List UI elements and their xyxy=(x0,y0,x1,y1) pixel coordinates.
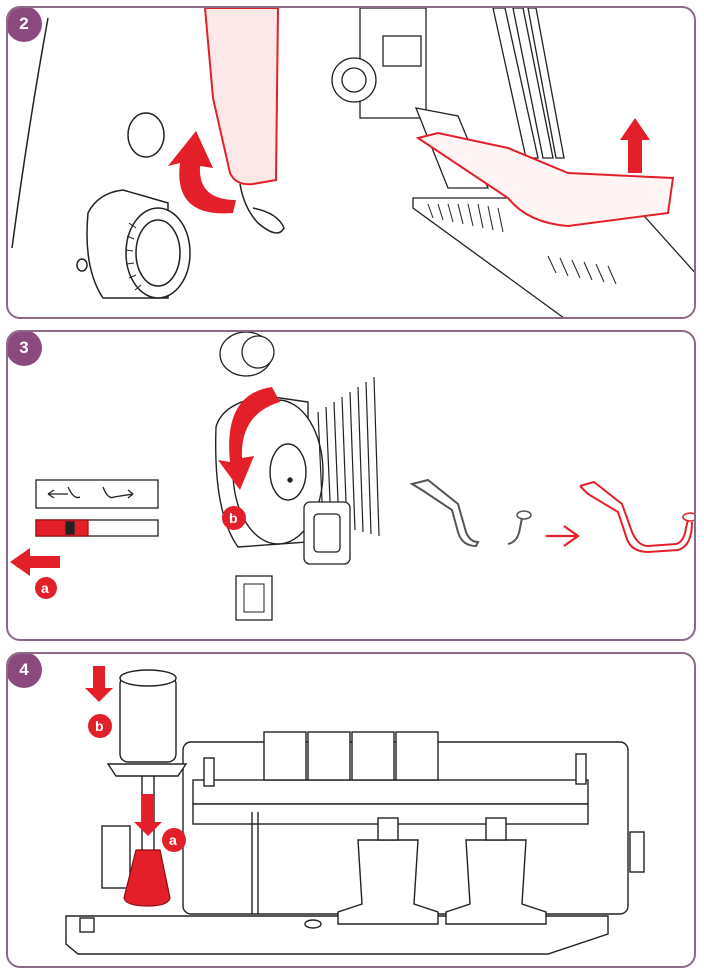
foot-selector-strip xyxy=(35,479,159,537)
spool-pins xyxy=(251,812,547,925)
label-a-circle xyxy=(162,828,186,852)
red-arrow-right-icon xyxy=(546,525,580,547)
small-square-button xyxy=(235,575,273,621)
machine-base xyxy=(65,915,609,955)
bobbin-cap xyxy=(127,112,165,158)
handwheel xyxy=(76,189,191,299)
step-4-illustration: b a xyxy=(65,666,645,955)
label-a-circle xyxy=(35,577,57,599)
presser-foot-red xyxy=(579,480,693,554)
step-3-illustration: a b xyxy=(10,332,694,621)
red-curved-arrow-icon xyxy=(218,387,280,490)
step-4-panel: 4 b xyxy=(6,652,696,968)
step-2-illustration xyxy=(11,8,694,317)
step-2-panel: 2 xyxy=(6,6,696,319)
red-arrow-up-icon xyxy=(620,118,650,173)
red-curved-arrow-icon xyxy=(168,131,236,214)
presser-foot-hook-gray xyxy=(507,517,523,545)
small-knob xyxy=(219,332,275,377)
presser-foot-assembly xyxy=(331,8,565,189)
red-presser-foot xyxy=(415,131,675,228)
red-arrow-down-icon xyxy=(85,666,113,702)
step-number-badge: 3 xyxy=(8,332,42,366)
step-number-badge: 4 xyxy=(8,654,42,688)
step-number-badge: 2 xyxy=(8,8,42,42)
svg-text:b: b xyxy=(95,718,104,734)
presser-foot-gray xyxy=(409,478,480,548)
red-spool-cap xyxy=(123,849,171,907)
svg-text:b: b xyxy=(229,510,238,526)
red-arrow-left-icon xyxy=(10,548,60,576)
label-b-circle xyxy=(88,714,112,738)
red-arrow-down-icon xyxy=(134,794,162,836)
svg-text:a: a xyxy=(41,580,49,596)
presser-foot-lever xyxy=(203,8,280,186)
label-b-circle xyxy=(222,506,246,530)
svg-text:a: a xyxy=(169,832,177,848)
step-3-panel: 3 a b xyxy=(6,330,696,641)
red-slider xyxy=(35,519,89,537)
